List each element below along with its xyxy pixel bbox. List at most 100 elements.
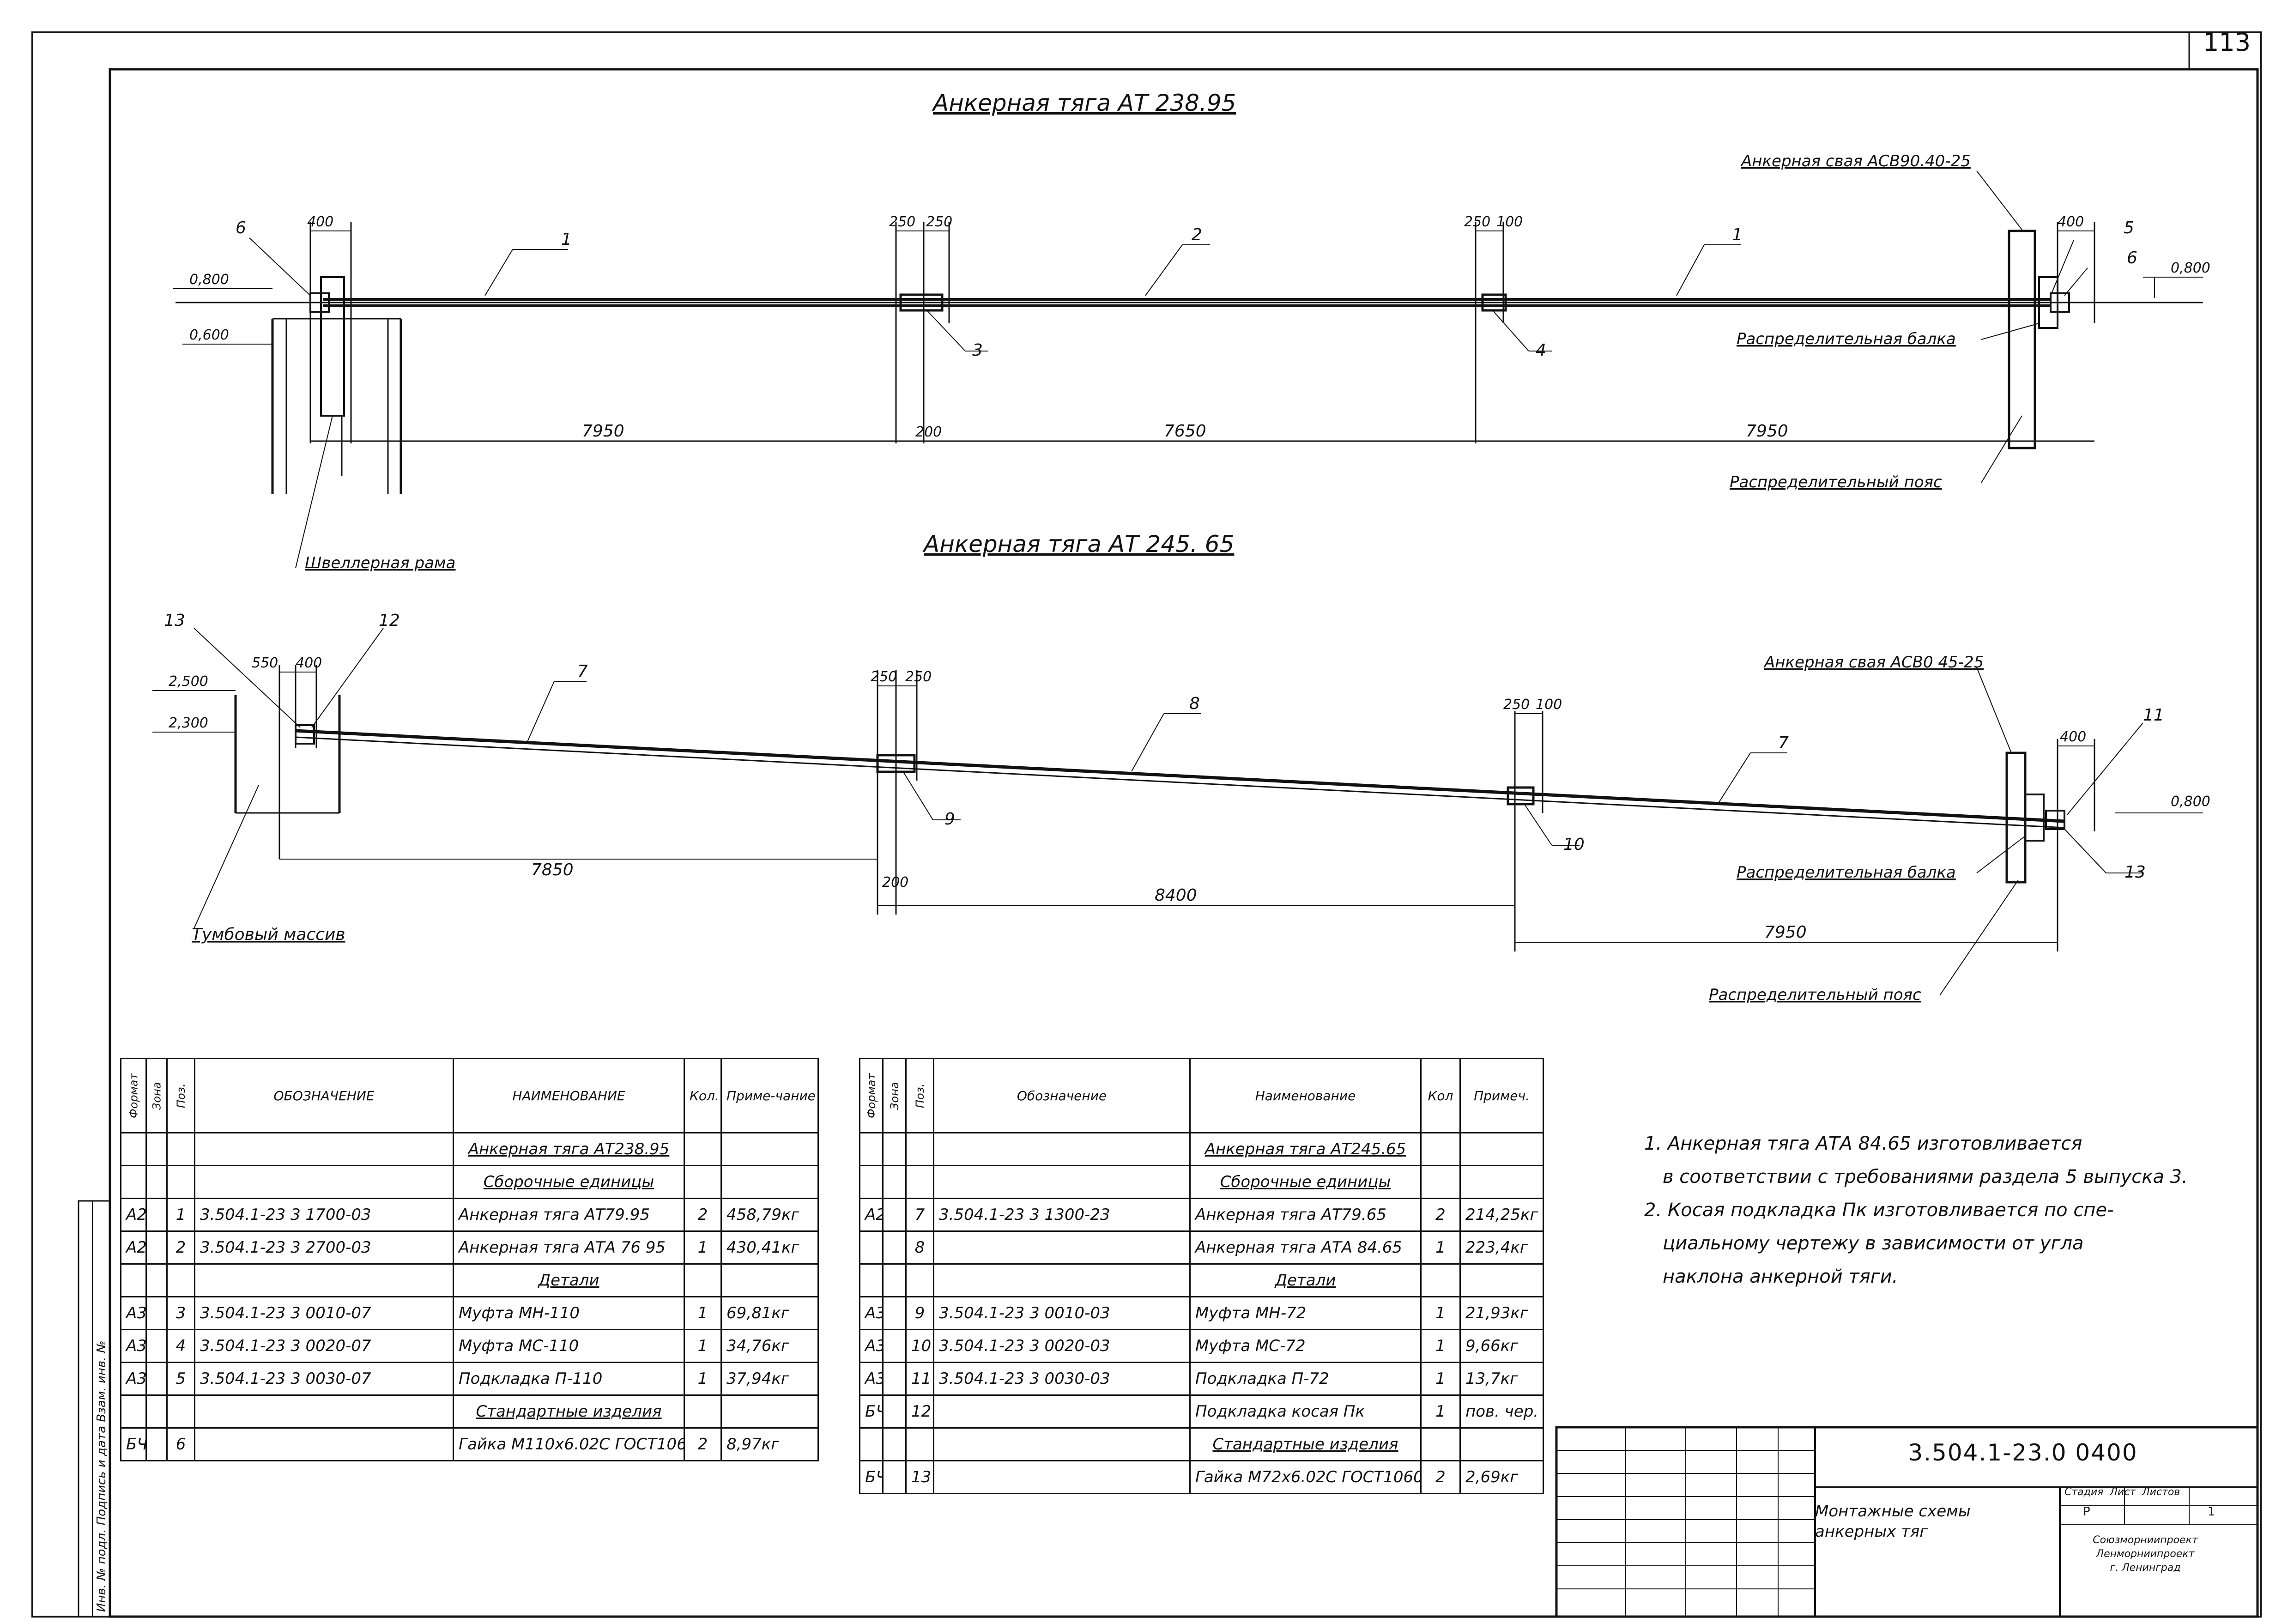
cell-zone [145, 1230, 168, 1265]
top-pos-6-right: 6 [2127, 248, 2137, 267]
top-frame-label: Швеллерная рама [305, 554, 456, 572]
cell-note: 458,79кг [720, 1198, 819, 1232]
cell-pos [905, 1165, 934, 1199]
cell-qty: 2 [1420, 1460, 1461, 1494]
cell-qty: 1 [1420, 1394, 1461, 1429]
col-designation: Обозначение [933, 1058, 1191, 1133]
cell-qty: 2 [684, 1427, 722, 1461]
cell-pos: 8 [905, 1230, 934, 1265]
cell-name: Анкерная тяга АТ79.65 [1189, 1198, 1422, 1232]
top-dim-250-c: 250 [1464, 214, 1490, 230]
top-pos-6-left: 6 [236, 218, 246, 237]
cell-name: Подкладка П-110 [453, 1362, 685, 1396]
spec-table-right: Формат Зона Поз. Обозначение Наименовани… [859, 1058, 1544, 1494]
bottom-pile-label: Анкерная свая АСВ0 45-25 [1763, 653, 1984, 672]
bottom-massive-label: Тумбовый массив [192, 925, 345, 944]
cell-designation [933, 1394, 1191, 1429]
cell-designation [933, 1427, 1191, 1461]
cell-format: А3 [120, 1296, 147, 1330]
cell-pos [166, 1263, 195, 1297]
cell-format: БЧ [120, 1427, 147, 1461]
table-row: Сборочные единицы [859, 1165, 1544, 1199]
note-line: циальному чертежу в зависимости от угла [1663, 1233, 2084, 1254]
cell-note: 21,93кг [1459, 1296, 1544, 1330]
cell-designation: 3.504.1-23 3 0030-03 [933, 1362, 1191, 1396]
cell-zone [882, 1460, 907, 1494]
cell-name: Анкерная тяга АТА 76 95 [453, 1230, 685, 1265]
cell-zone [882, 1394, 907, 1429]
cell-qty [684, 1132, 722, 1166]
cell-name: Муфта МН-110 [453, 1296, 685, 1330]
cell-format: А2 [859, 1198, 884, 1232]
top-beam-label: Распределительная балка [1737, 330, 1956, 348]
cell-zone [882, 1263, 907, 1297]
cell-qty [1420, 1132, 1461, 1166]
cell-zone [145, 1296, 168, 1330]
cell-name: Анкерная тяга АТА 84.65 [1189, 1230, 1422, 1265]
top-elev-left-upper: 0,800 [189, 272, 229, 288]
col-pos: Поз. [906, 1058, 934, 1133]
cell-designation: 3.504.1-23 3 0020-07 [194, 1329, 454, 1363]
cell-zone [882, 1362, 907, 1396]
table-row: Стандартные изделия [859, 1427, 1544, 1461]
cell-designation: 3.504.1-23 3 1300-23 [933, 1198, 1191, 1232]
cell-qty [1420, 1165, 1461, 1199]
top-pile-label: Анкерная свая АСВ90.40-25 [1740, 152, 1971, 170]
cell-name: Гайка М72х6.02С ГОСТ10605-72 [1189, 1460, 1422, 1494]
document-name-line: анкерных тяг [1815, 1522, 1928, 1541]
bottom-elev-left-upper: 2,500 [169, 673, 208, 690]
bottom-dim-100: 100 [1536, 697, 1562, 713]
top-dim-400-right: 400 [2058, 214, 2084, 230]
top-pos-1-left: 1 [561, 230, 572, 249]
inner-frame [109, 68, 2259, 1618]
cell-qty: 1 [1420, 1362, 1461, 1396]
cell-zone [145, 1263, 168, 1297]
bottom-pos-12: 12 [379, 611, 400, 630]
cell-note [720, 1394, 819, 1429]
cell-format: БЧ [859, 1394, 884, 1429]
col-qty: Кол. [684, 1058, 722, 1133]
cell-zone [145, 1394, 168, 1429]
cell-format [120, 1165, 147, 1199]
cell-note: 13,7кг [1459, 1362, 1544, 1396]
top-pos-3: 3 [972, 341, 983, 360]
top-pos-5: 5 [2124, 218, 2134, 237]
col-zone: Зона [146, 1058, 167, 1133]
stage-value: Р [2083, 1505, 2090, 1519]
top-pos-4: 4 [1536, 341, 1546, 360]
top-elev-left-lower: 0,600 [189, 327, 229, 343]
cell-format: А2 [120, 1230, 147, 1265]
cell-name: Сборочные единицы [1189, 1165, 1422, 1199]
table-row: БЧ13Гайка М72х6.02С ГОСТ10605-7222,69кг [859, 1460, 1544, 1494]
bottom-dim-400-left: 400 [296, 655, 322, 671]
bottom-dim-200: 200 [882, 874, 908, 891]
org-line: Союзморниипроект [2093, 1534, 2198, 1546]
bottom-drawing-title: Анкерная тяга АТ 245. 65 [922, 531, 1234, 557]
cell-format [859, 1427, 884, 1461]
cell-qty: 2 [1420, 1198, 1461, 1232]
org-line: Ленморниипроект [2096, 1548, 2195, 1560]
cell-designation [194, 1132, 454, 1166]
cell-pos: 12 [905, 1394, 934, 1429]
bottom-drawing: Анкерная тяга АТ 245. 65 2,500 2,300 0,8… [152, 531, 2210, 1004]
cell-name: Муфта МН-72 [1189, 1296, 1422, 1330]
cell-designation: 3.504.1-23 3 0030-07 [194, 1362, 454, 1396]
table-row: Стандартные изделия [120, 1394, 819, 1429]
top-dim-200: 200 [915, 424, 942, 440]
cell-qty: 1 [1420, 1329, 1461, 1363]
document-code: 3.504.1-23.0 0400 [1908, 1439, 2138, 1466]
cell-pos [166, 1132, 195, 1166]
top-dim-400-left: 400 [307, 214, 333, 230]
top-pos-2: 2 [1192, 225, 1202, 244]
left-stamp: Инв. № подл. Подпись и дата Взам. инв. № [78, 1200, 111, 1618]
cell-note: 9,66кг [1459, 1329, 1544, 1363]
cell-note [1459, 1132, 1544, 1166]
organization: Союзморниипроект Ленморниипроект г. Лени… [2060, 1533, 2231, 1575]
cell-zone [882, 1165, 907, 1199]
top-elev-right: 0,800 [2171, 260, 2210, 276]
